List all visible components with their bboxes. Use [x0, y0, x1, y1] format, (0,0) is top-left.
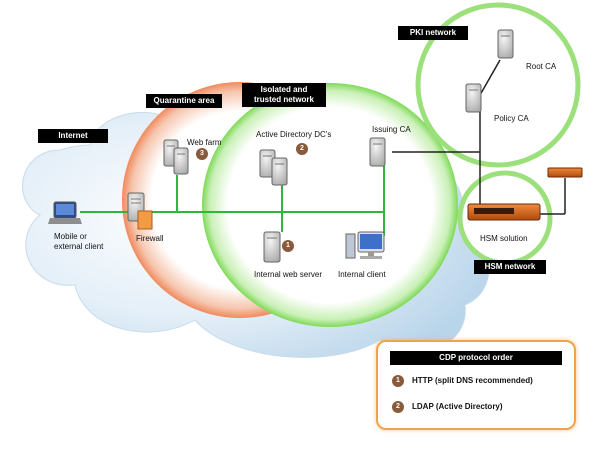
ad-dcs-order-badge: 2	[296, 143, 308, 155]
legend-badge-1: 1	[392, 375, 404, 387]
issuing-ca-server-icon	[369, 137, 386, 167]
hsm-appliance-icon	[467, 203, 541, 221]
pki-links	[392, 59, 566, 215]
firewall-icon	[127, 192, 153, 230]
ad-dcs-label: Active Directory DC's	[256, 130, 332, 139]
internal-links	[80, 165, 385, 236]
firewall-label: Firewall	[136, 234, 164, 243]
quarantine-region-label: Quarantine area	[146, 94, 222, 108]
root-ca-label: Root CA	[526, 62, 557, 71]
cdp-protocol-legend: CDP protocol order 1 HTTP (split DNS rec…	[376, 340, 576, 430]
policy-ca-label: Policy CA	[494, 114, 529, 123]
isolated-network-zone	[202, 83, 458, 327]
hsm-solution-label: HSM solution	[480, 234, 528, 243]
internal-web-server-order-badge: 1	[282, 240, 294, 252]
pki-region-label: PKI network	[398, 26, 468, 40]
policy-ca-server-icon	[465, 83, 482, 113]
legend-badge-2: 2	[392, 401, 404, 413]
laptop-icon	[48, 201, 82, 224]
pki-network-zone	[415, 2, 581, 168]
legend-item-http: HTTP (split DNS recommended)	[412, 376, 533, 385]
mobile-client-label: Mobile or external client	[54, 232, 104, 251]
legend-title: CDP protocol order	[390, 351, 562, 365]
isolated-region-label: Isolated and trusted network	[242, 83, 326, 107]
web-farm-order-badge: 3	[196, 148, 208, 160]
hsm-region-label: HSM network	[474, 260, 546, 274]
root-ca-server-icon	[497, 29, 514, 59]
web-farm-server-icon	[173, 147, 189, 175]
internet-region-label: Internet	[38, 129, 108, 143]
legend-item-ldap: LDAP (Active Directory)	[412, 402, 503, 411]
web-farm-label: Web farm	[187, 138, 222, 147]
hsm-card-icon	[547, 167, 583, 178]
internal-client-label: Internal client	[338, 270, 386, 279]
internal-web-server-label: Internal web server	[254, 270, 323, 279]
desktop-computer-icon	[345, 231, 385, 259]
domain-controller-icon	[271, 157, 288, 186]
issuing-ca-label: Issuing CA	[372, 125, 411, 134]
internal-web-server-icon	[263, 231, 281, 263]
